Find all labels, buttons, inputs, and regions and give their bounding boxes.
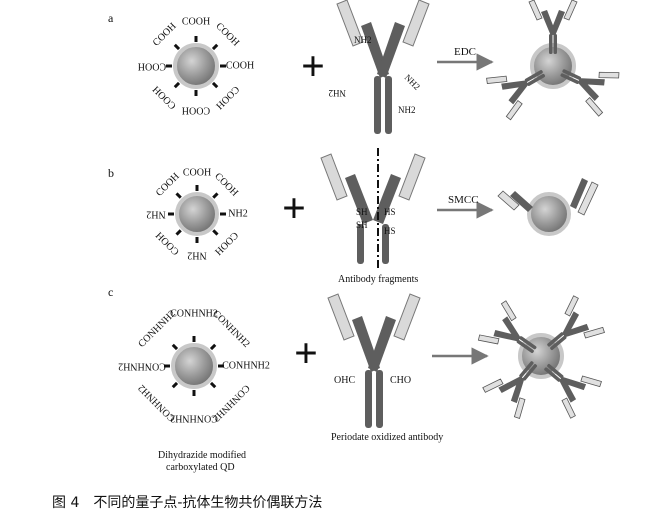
panel-c-qd-group-label: CONHNH2 bbox=[170, 308, 218, 319]
panel-c-qd-bond bbox=[171, 381, 179, 389]
panel-b-conjugate bbox=[497, 178, 599, 236]
panel-b-qd-bond bbox=[175, 229, 182, 236]
panel-c-qd-caption-2: carboxylated QD bbox=[166, 462, 235, 473]
panel-b-qd-group-label: NH2 bbox=[187, 250, 206, 261]
panel-c-plus: + bbox=[294, 331, 318, 377]
panel-b-sh-1: SH bbox=[356, 207, 368, 217]
panel-b-qd-core bbox=[175, 192, 219, 236]
panel-c-qd-bond bbox=[209, 343, 217, 351]
panel-a-nh2-4: NH2 bbox=[398, 105, 416, 115]
panel-b-qd-group-label: COOH bbox=[183, 167, 211, 178]
panel-a-qd-core bbox=[173, 43, 219, 89]
panel-c-qd-group-label: CONHNH2 bbox=[136, 382, 178, 424]
panel-c-antibody-caption: Periodate oxidized antibody bbox=[331, 432, 443, 443]
panel-a-qd-group-label: COOH bbox=[151, 83, 179, 111]
panel-a-label: a bbox=[108, 11, 114, 25]
panel-a-nh2-1: NH2 bbox=[354, 35, 372, 45]
panel-b-hs-1: HS bbox=[384, 207, 396, 217]
panel-b-qd-bond bbox=[212, 229, 219, 236]
figure-number: 图 4 bbox=[52, 495, 80, 511]
panel-c-antibody bbox=[327, 293, 421, 429]
panel-c-quantum-dot: CONHNH2CONHNH2CONHNH2CONHNH2CONHNH2CONHN… bbox=[118, 308, 270, 423]
panel-c-ohc: OHC bbox=[334, 375, 355, 386]
panel-c-cho: CHO bbox=[390, 375, 411, 386]
panel-a-reagent: EDC bbox=[454, 46, 476, 58]
panel-b-label: b bbox=[108, 166, 114, 180]
panel-a-nh2-2: NH2 bbox=[403, 72, 422, 91]
panel-a-qd-bond bbox=[173, 43, 181, 51]
panel-c-qd-group-label: CONHNH2 bbox=[118, 361, 166, 372]
panel-c-conjugate bbox=[476, 293, 607, 421]
figure-caption: 图 4 不同的量子点-抗体生物共价偶联方法 bbox=[52, 492, 336, 512]
panel-b-fragment-caption: Antibody fragments bbox=[338, 274, 418, 285]
panel-c-qd-group-label: CONHNH2 bbox=[136, 308, 178, 350]
panel-c-qd-core bbox=[171, 343, 217, 389]
panel-c-qd-group-label: CONHNH2 bbox=[210, 308, 252, 350]
panel-c-qd-bond bbox=[209, 381, 217, 389]
panel-a-conjugate bbox=[484, 0, 622, 122]
panel-a-qd-group-label: COOH bbox=[182, 16, 210, 27]
panel-a-qd-group-label: COOH bbox=[182, 105, 210, 116]
panel-a-plus: + bbox=[301, 44, 325, 90]
figure-caption-text: 不同的量子点-抗体生物共价偶联方法 bbox=[93, 495, 323, 511]
panel-b-reagent: SMCC bbox=[448, 194, 479, 206]
panel-a-qd-group-label: COOH bbox=[213, 21, 241, 49]
panel-b-plus: + bbox=[282, 186, 306, 232]
panel-a-qd-group-label: COOH bbox=[138, 61, 166, 72]
panel-a-qd-group-label: COOH bbox=[226, 60, 254, 71]
panel-c-qd-caption-1: Dihydrazide modified bbox=[158, 450, 246, 461]
panel-b-qd-bond bbox=[212, 192, 219, 199]
panel-b-antibody bbox=[320, 153, 426, 264]
panel-b-qd-group-label: NH2 bbox=[228, 208, 247, 219]
panel-c-qd-group-label: CONHNH2 bbox=[170, 413, 218, 424]
panel-b-hs-2: HS bbox=[384, 226, 396, 236]
panel-c-qd-bond bbox=[171, 343, 179, 351]
panel-a-qd-group-label: COOH bbox=[213, 83, 241, 111]
panel-a-qd-bond bbox=[211, 43, 219, 51]
panel-b-sh-2: SH bbox=[356, 220, 368, 230]
panel-b-qd-group-label: NH2 bbox=[146, 209, 165, 220]
panel-c-label: c bbox=[108, 285, 113, 299]
panel-a-nh2-3: NH2 bbox=[329, 88, 347, 98]
panel-b-qd-bond bbox=[175, 192, 182, 199]
panel-a-qd-bond bbox=[173, 81, 181, 89]
panel-c-qd-group-label: CONHNH2 bbox=[222, 360, 270, 371]
panel-a-qd-bond bbox=[211, 81, 219, 89]
panel-a-qd-group-label: COOH bbox=[151, 21, 179, 49]
